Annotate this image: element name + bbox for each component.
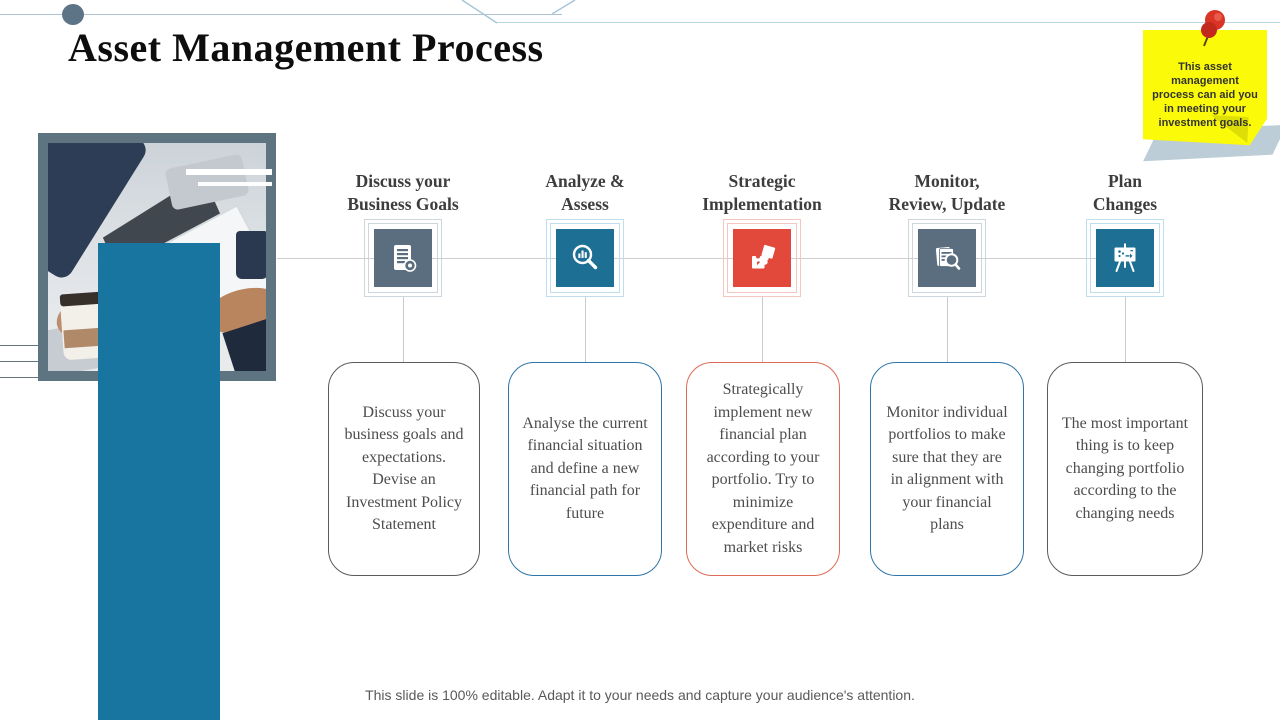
step-title: Analyze & Assess [490,170,680,216]
top-horizontal-line [0,14,562,15]
photo-dark-mug [236,231,266,279]
step-vertical-connector [1125,297,1126,362]
step-description: Analyse the current financial situation … [522,414,648,522]
puzzle-icon [733,229,791,287]
top-horizontal-line-blue [497,22,1280,23]
page-title: Asset Management Process [68,25,544,70]
step-title: Discuss your Business Goals [308,170,498,216]
step-description: Discuss your business goals and expectat… [344,403,464,534]
step-title: Monitor, Review, Update [852,170,1042,216]
step-vertical-connector [947,297,948,362]
icon-frame [546,219,624,297]
left-edge-line-1 [0,345,38,346]
accent-circle [62,4,84,25]
process-horizontal-connector [277,258,1125,259]
step-description-box: The most important thing is to keep chan… [1047,362,1203,576]
document-target-icon [374,229,432,287]
step-description-box: Analyse the current financial situation … [508,362,662,576]
photo-highlight-line-1 [186,169,272,175]
step-title: Strategic Implementation [667,170,857,216]
top-angle-decoration [461,0,576,24]
presentation-board-icon [1096,229,1154,287]
step-title-line2: Changes [1092,194,1158,214]
left-edge-line-3 [0,377,38,378]
photo-coffee-cup-band [63,327,103,349]
step-description-box: Strategically implement new financial pl… [686,362,840,576]
step-vertical-connector [762,297,763,362]
step-description-box: Discuss your business goals and expectat… [328,362,480,576]
step-description: Monitor individual portfolios to make su… [886,403,1008,534]
step-title-line1: Discuss your [355,171,451,191]
step-title-line2: Implementation [702,194,822,214]
step-title: Plan Changes [1030,170,1220,216]
icon-frame [908,219,986,297]
step-description-box: Monitor individual portfolios to make su… [870,362,1024,576]
icon-frame [364,219,442,297]
step-title-line2: Review, Update [888,194,1006,214]
step-title-line1: Plan [1107,171,1143,191]
step-title-line1: Analyze & [545,171,625,191]
step-title-line2: Business Goals [347,194,459,214]
step-description: The most important thing is to keep chan… [1061,414,1189,522]
documents-search-icon [918,229,976,287]
step-vertical-connector [403,297,404,362]
step-vertical-connector [585,297,586,362]
sticky-note-text: This asset management process can aid yo… [1152,61,1258,129]
icon-frame [723,219,801,297]
step-title-line1: Monitor, [914,171,980,191]
step-title-line2: Assess [561,194,609,214]
sticky-note [1143,30,1267,146]
teal-accent-rectangle [98,243,220,720]
icon-frame [1086,219,1164,297]
step-title-line1: Strategic [728,171,796,191]
photo-highlight-line-2 [198,182,272,186]
footer-note: This slide is 100% editable. Adapt it to… [365,687,915,703]
step-description: Strategically implement new financial pl… [706,381,820,556]
search-chart-icon [556,229,614,287]
pushpin-icon [1201,10,1225,47]
left-edge-line-2 [0,361,38,362]
